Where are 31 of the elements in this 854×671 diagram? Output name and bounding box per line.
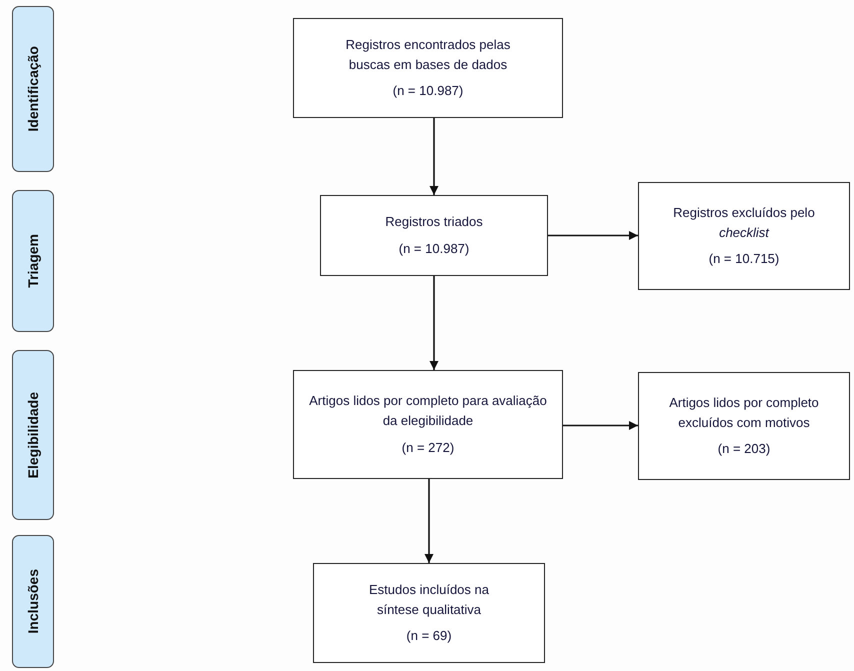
count-label: (n = 272) [402,438,454,457]
process-box [320,195,548,276]
arrow [548,231,638,240]
box-description: Estudos incluídos na síntese qualitativa [368,580,490,619]
process-box [293,370,563,479]
stage-label: Inclusões [25,569,41,634]
stage-label: Triagem [25,234,41,288]
arrow [430,118,438,195]
stage-label: Identificação [25,46,41,132]
stage-label: Elegibilidade [25,392,41,478]
arrow [424,479,434,563]
box-description: Artigos lidos por completo excluídos com motivos [668,394,820,432]
box-description: Registros encontrados pelas buscas em bases de dados [344,36,512,74]
process-box [638,372,850,480]
box-description: Artigos lidos por completo para avaliação da elegibilidade [308,392,548,430]
stage-band [12,6,54,172]
count-label: (n = 69) [406,627,452,646]
process-box [313,563,545,663]
stage-band [12,190,54,332]
count-label: (n = 10.987) [392,82,464,100]
count-label: (n = 10.715) [708,250,780,268]
arrow [430,276,438,370]
stage-band [12,350,54,520]
box-description: Registros excluídos pelo checklist [672,204,816,242]
count-label: (n = 203) [718,440,770,458]
stage-band [12,535,54,668]
process-box [638,182,850,290]
process-box [293,18,563,118]
count-label: (n = 10.987) [398,240,470,258]
box-description: Registros triados [385,213,483,232]
arrow [563,421,638,430]
